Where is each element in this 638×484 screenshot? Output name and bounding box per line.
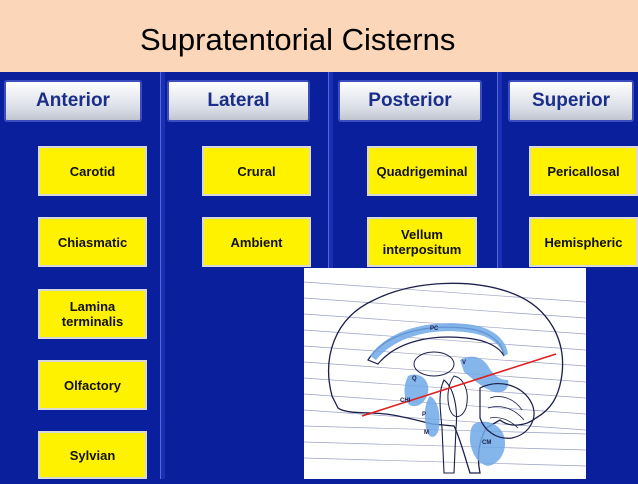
brain-outline xyxy=(328,282,564,474)
cistern-box-pericallosal: Pericallosal xyxy=(529,146,638,196)
fourth-ventricle-region xyxy=(447,375,468,417)
cistern-box-carotid: Carotid xyxy=(38,146,147,196)
label-p: P xyxy=(422,412,426,418)
header-posterior: Posterior xyxy=(338,80,482,122)
brain-diagram: PC V Q CHI P M CM xyxy=(303,281,587,474)
slide-title: Supratentorial Cisterns xyxy=(140,22,456,57)
cistern-box-vellum-interpositum: Vellum interpositum xyxy=(367,217,477,267)
cistern-box-chiasmatic: Chiasmatic xyxy=(38,217,147,267)
cerebellum-folia xyxy=(487,396,525,429)
thalamus xyxy=(413,351,455,377)
cistern-box-olfactory: Olfactory xyxy=(38,360,147,410)
interpeduncular-cistern xyxy=(404,374,429,407)
prepontine-cistern xyxy=(424,396,440,437)
label-m: M xyxy=(424,430,429,436)
cistern-box-ambient: Ambient xyxy=(202,217,311,267)
cisterna-magna xyxy=(470,421,506,466)
label-cm: CM xyxy=(482,440,491,446)
header-lateral: Lateral xyxy=(167,80,310,122)
label-chi: CHI xyxy=(400,398,411,404)
header-superior: Superior xyxy=(508,80,634,122)
header-anterior: Anterior xyxy=(4,80,142,122)
label-v: V xyxy=(462,360,466,366)
label-q: Q xyxy=(412,376,417,382)
cistern-box-quadrigeminal: Quadrigeminal xyxy=(367,146,477,196)
title-bar: Supratentorial Cisterns xyxy=(0,0,638,72)
cistern-box-hemispheric: Hemispheric xyxy=(529,217,638,267)
cistern-box-sylvian: Sylvian xyxy=(38,431,147,479)
tentorial-plane-line xyxy=(361,353,557,417)
pericallosal-cistern xyxy=(370,323,508,360)
ruled-lines xyxy=(303,281,587,467)
brainstem xyxy=(439,379,458,474)
cistern-box-lamina-terminalis: Lamina terminalis xyxy=(38,289,147,339)
cerebellum xyxy=(479,383,535,439)
brain-sagittal-figure: PC V Q CHI P M CM xyxy=(303,268,587,479)
quadrigeminal-cistern xyxy=(460,356,509,393)
column-divider xyxy=(160,72,165,479)
label-pc: PC xyxy=(430,326,439,332)
cistern-box-crural: Crural xyxy=(202,146,311,196)
